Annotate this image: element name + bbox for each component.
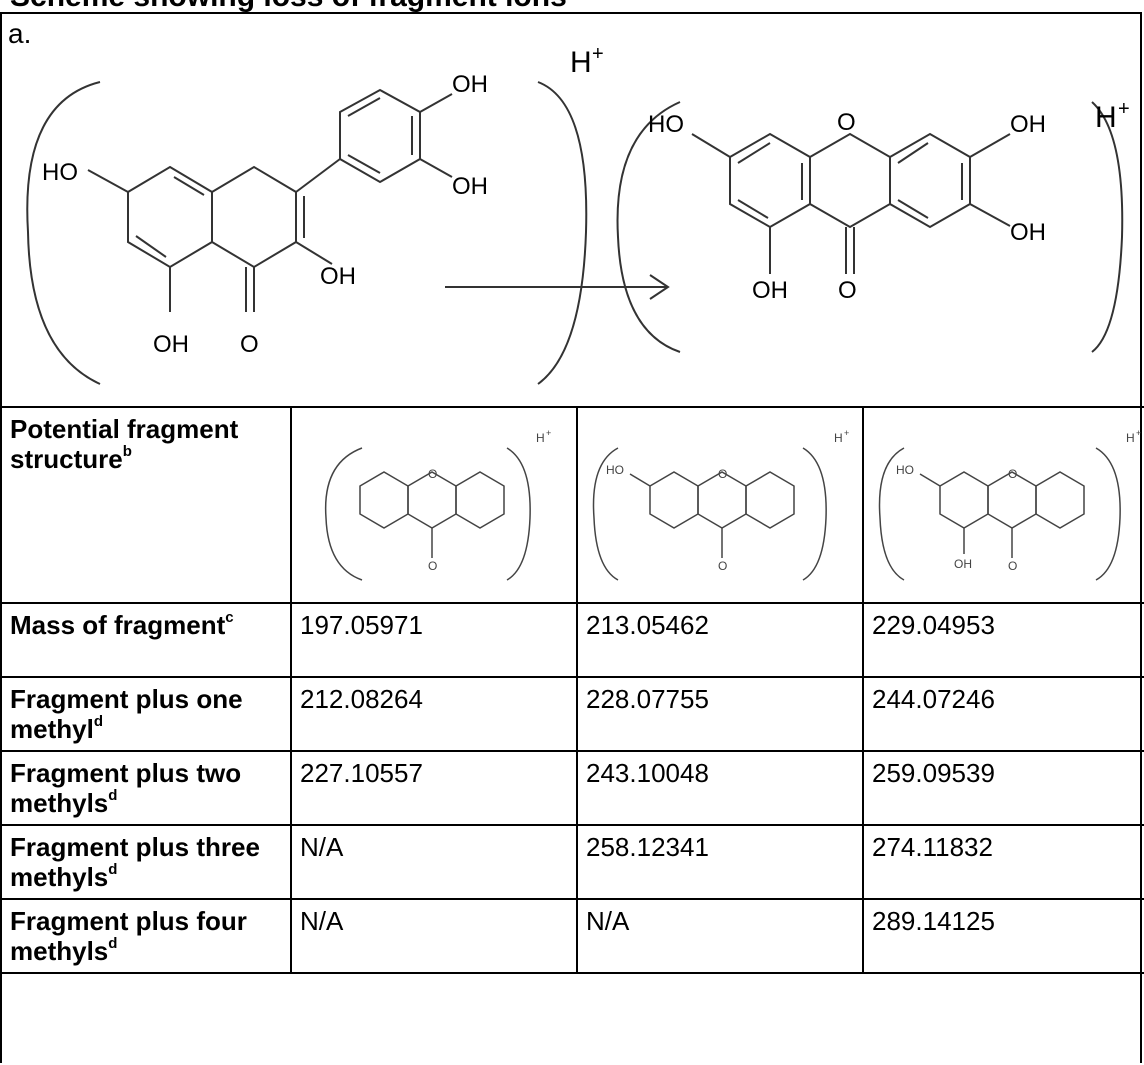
svg-text:+: + bbox=[592, 43, 604, 65]
table-cell: 227.10557 bbox=[290, 750, 578, 826]
table-cell: 212.08264 bbox=[290, 676, 578, 752]
svg-text:O: O bbox=[1008, 559, 1017, 573]
table-cell: N/A bbox=[576, 898, 864, 974]
svg-text:O: O bbox=[718, 467, 727, 481]
table-cell: 213.05462 bbox=[576, 602, 864, 678]
svg-text:HO: HO bbox=[896, 463, 914, 477]
svg-text:+: + bbox=[1118, 98, 1130, 120]
atom-ho: HO bbox=[648, 111, 684, 138]
table-cell: 197.05971 bbox=[290, 602, 578, 678]
reaction-scheme: a. bbox=[0, 12, 1144, 408]
table-row: Fragment plus three methylsd N/A 258.123… bbox=[0, 824, 1144, 900]
panel-letter: a. bbox=[8, 18, 32, 49]
fragment-structure-2: H + HO O O bbox=[576, 406, 864, 604]
svg-text:H: H bbox=[834, 431, 843, 445]
xanthone-ring-left bbox=[729, 132, 811, 229]
table-cell: 289.14125 bbox=[862, 898, 1144, 974]
svg-text:O: O bbox=[1008, 467, 1017, 481]
row-header: Mass of fragmentc bbox=[0, 602, 292, 678]
svg-text:O: O bbox=[428, 467, 437, 481]
charge-label-left: H bbox=[570, 46, 592, 79]
row-header: Fragment plus four methylsd bbox=[0, 898, 292, 974]
svg-text:HO: HO bbox=[606, 463, 624, 477]
table-row: Potential fragment structureb H + O O bbox=[0, 406, 1144, 604]
row-header: Potential fragment structureb bbox=[0, 406, 292, 604]
row-header: Fragment plus three methylsd bbox=[0, 824, 292, 900]
svg-text:OH: OH bbox=[954, 557, 972, 571]
svg-text:O: O bbox=[718, 559, 727, 573]
right-bracket-close bbox=[1091, 101, 1124, 353]
ring-a bbox=[127, 165, 213, 269]
svg-text:H: H bbox=[1126, 431, 1135, 445]
right-bracket-open bbox=[616, 101, 681, 353]
fragment-table: Potential fragment structureb H + O O bbox=[0, 406, 1144, 974]
svg-text:+: + bbox=[546, 428, 551, 438]
xanthone-ring-right bbox=[889, 132, 971, 229]
table-cell: 259.09539 bbox=[862, 750, 1144, 826]
table-cell: 228.07755 bbox=[576, 676, 864, 752]
table-cell: 229.04953 bbox=[862, 602, 1144, 678]
left-bracket-close bbox=[537, 81, 588, 385]
table-row: Mass of fragmentc 197.05971 213.05462 22… bbox=[0, 602, 1144, 678]
table-row: Fragment plus two methylsd 227.10557 243… bbox=[0, 750, 1144, 826]
table-cell: N/A bbox=[290, 898, 578, 974]
table-cell: 243.10048 bbox=[576, 750, 864, 826]
table-row: Fragment plus four methylsd N/A N/A 289.… bbox=[0, 898, 1144, 974]
atom-oh: OH bbox=[452, 71, 488, 98]
clipped-heading: Scheme showing loss of fragment ions bbox=[10, 0, 567, 12]
fragment-structure-1: H + O O bbox=[290, 406, 578, 604]
atom-oh: OH bbox=[452, 173, 488, 200]
atom-oh: OH bbox=[1010, 111, 1046, 138]
left-bracket-open bbox=[26, 81, 101, 385]
atom-o: O bbox=[837, 109, 856, 136]
atom-o: O bbox=[240, 331, 259, 358]
svg-text:+: + bbox=[844, 428, 849, 438]
atom-oh: OH bbox=[320, 263, 356, 290]
table-cell: N/A bbox=[290, 824, 578, 900]
fragment-structure-3: H + HO O OH O bbox=[862, 406, 1144, 604]
svg-text:O: O bbox=[428, 559, 437, 573]
atom-oh: OH bbox=[153, 331, 189, 358]
reaction-scheme-drawing: H + H + HO OH O OH OH OH HO O OH OH OH O bbox=[26, 43, 1130, 385]
atom-oh: OH bbox=[752, 277, 788, 304]
atom-o: O bbox=[838, 277, 857, 304]
row-header: Fragment plus two methylsd bbox=[0, 750, 292, 826]
table-cell: 274.11832 bbox=[862, 824, 1144, 900]
atom-ho: HO bbox=[42, 159, 78, 186]
ring-c bbox=[339, 88, 421, 184]
table-cell: 258.12341 bbox=[576, 824, 864, 900]
charge-label-right: H bbox=[1095, 101, 1117, 134]
table-cell: 244.07246 bbox=[862, 676, 1144, 752]
row-header: Fragment plus one methyld bbox=[0, 676, 292, 752]
svg-text:H: H bbox=[536, 431, 545, 445]
table-row: Fragment plus one methyld 212.08264 228.… bbox=[0, 676, 1144, 752]
svg-text:+: + bbox=[1136, 428, 1141, 438]
atom-oh: OH bbox=[1010, 219, 1046, 246]
clipped-heading-strip: Scheme showing loss of fragment ions bbox=[0, 0, 1144, 12]
